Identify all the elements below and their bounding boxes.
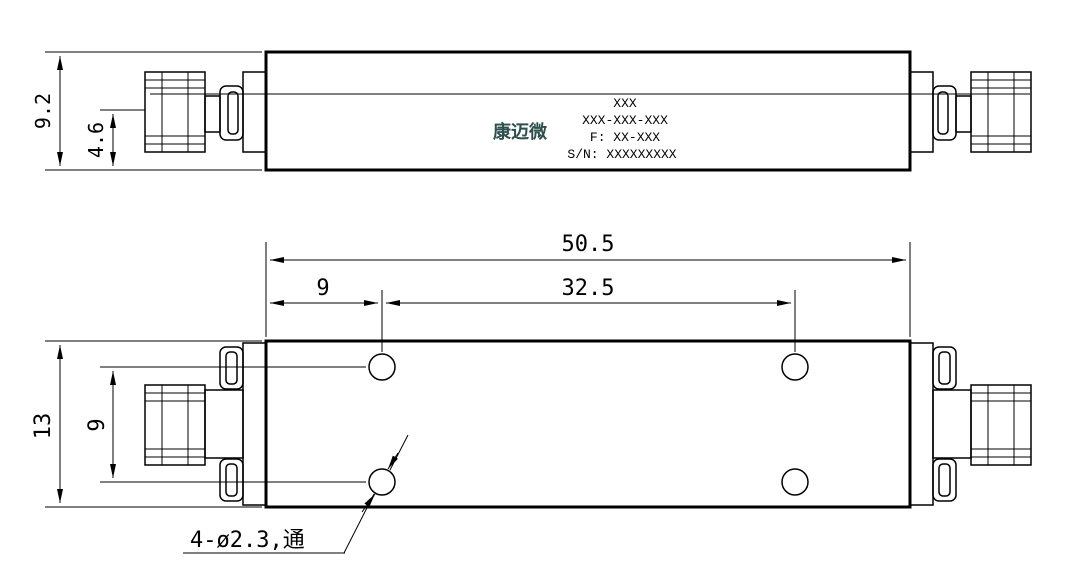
label-serial: S/N: XXXXXXXXX <box>567 147 676 162</box>
hole-callout-text: 4-ø2.3,通 <box>190 528 305 553</box>
top-left-connector <box>144 342 267 506</box>
side-view: XXX XXX-XXX-XXX F: XX-XXX S/N: XXXXXXXXX… <box>31 50 1032 172</box>
dim-width: 13 <box>31 340 262 508</box>
dim-connector-center-value: 4.6 <box>84 122 108 158</box>
dim-hole-pitch: 9 <box>85 366 366 483</box>
label-frequency: F: XX-XXX <box>590 130 660 145</box>
dim-hole-spacing-value: 32.5 <box>562 276 615 301</box>
side-left-connector <box>144 71 267 153</box>
label-model: XXX <box>613 96 637 111</box>
dim-hole-offset: 9 <box>270 276 383 352</box>
dim-length-value: 50.5 <box>562 232 615 257</box>
top-right-connector <box>909 342 1032 506</box>
mounting-holes <box>368 353 809 496</box>
mounting-hole <box>781 353 809 381</box>
mounting-hole <box>368 468 396 496</box>
dim-connector-center: 4.6 <box>84 109 145 166</box>
product-label: XXX XXX-XXX-XXX F: XX-XXX S/N: XXXXXXXXX… <box>493 96 677 162</box>
mounting-hole <box>368 353 396 381</box>
dim-hole-spacing: 32.5 <box>386 276 796 352</box>
brand-logo: 康迈微 <box>493 121 547 143</box>
top-view: 50.5 9 32.5 13 9 <box>31 232 1032 554</box>
dim-side-height: 9.2 <box>31 51 262 171</box>
side-right-connector <box>909 71 1032 153</box>
label-part-number: XXX-XXX-XXX <box>582 113 668 128</box>
dim-hole-offset-value: 9 <box>316 276 329 301</box>
hole-callout: 4-ø2.3,通 <box>183 434 409 554</box>
mounting-hole <box>781 468 809 496</box>
dim-hole-pitch-value: 9 <box>85 418 110 431</box>
dim-length: 50.5 <box>265 232 911 337</box>
dim-side-height-value: 9.2 <box>31 93 55 129</box>
dim-width-value: 13 <box>31 413 56 440</box>
